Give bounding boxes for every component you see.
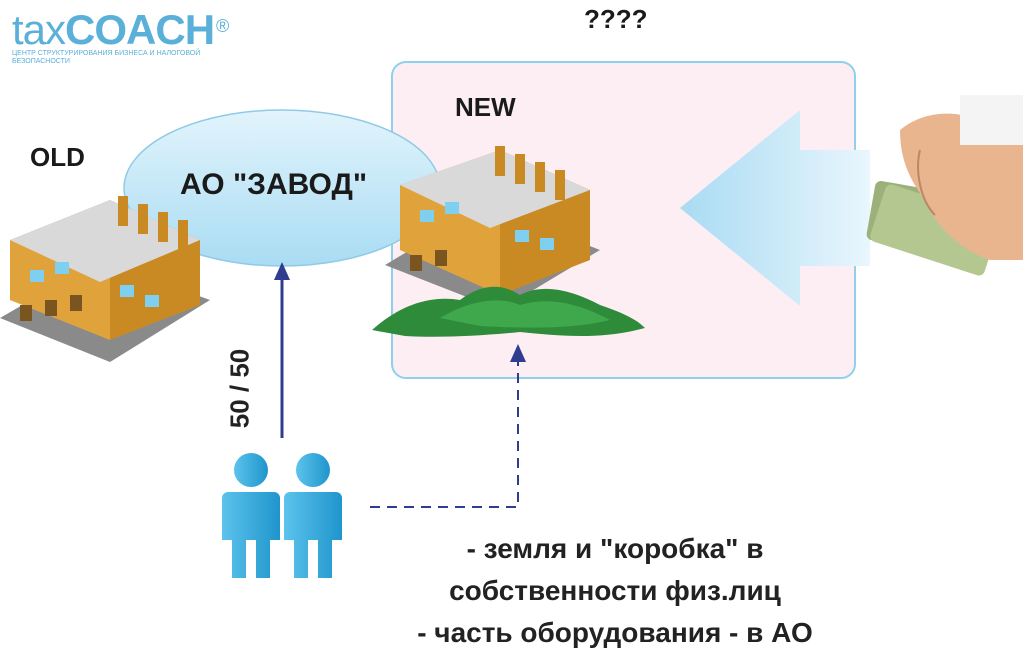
share-ratio-label: 50 / 50 — [224, 348, 255, 429]
new-factory-icon — [385, 146, 600, 310]
old-factory-icon — [0, 196, 210, 362]
caption-line-3: - часть оборудования - в АО — [417, 617, 813, 648]
ownership-dashed-line — [370, 360, 519, 508]
new-label: NEW — [455, 92, 516, 122]
logo-prefix: tax — [12, 6, 66, 53]
caption-line-2: собственности физ.лиц — [449, 575, 781, 606]
question-label: ???? — [584, 4, 648, 34]
land-hills-icon — [372, 286, 645, 337]
share-ratio-label-wrap: 50 / 50 — [225, 340, 255, 430]
old-label: OLD — [30, 142, 85, 172]
person-icon-1 — [222, 453, 280, 578]
share-arrow-head — [274, 262, 290, 280]
hand-with-money-icon — [866, 95, 1023, 276]
company-label: АО "ЗАВОД" — [180, 168, 368, 201]
funding-arrow — [680, 110, 870, 306]
logo-subtitle: ЦЕНТР СТРУКТУРИРОВАНИЯ БИЗНЕСА И НАЛОГОВ… — [12, 50, 201, 65]
ownership-arrow-head — [510, 344, 526, 362]
person-icon-2 — [284, 453, 342, 578]
ownership-caption: - земля и "коробка" в собственности физ.… — [380, 528, 850, 654]
logo-brand: COACH — [65, 6, 215, 53]
taxcoach-logo: taxCOACH® ЦЕНТР СТРУКТУРИРОВАНИЯ БИЗНЕСА… — [12, 6, 229, 66]
caption-line-1: - земля и "коробка" в — [466, 533, 764, 564]
logo-wordmark: taxCOACH® — [12, 6, 229, 53]
logo-reg-mark: ® — [216, 16, 229, 36]
